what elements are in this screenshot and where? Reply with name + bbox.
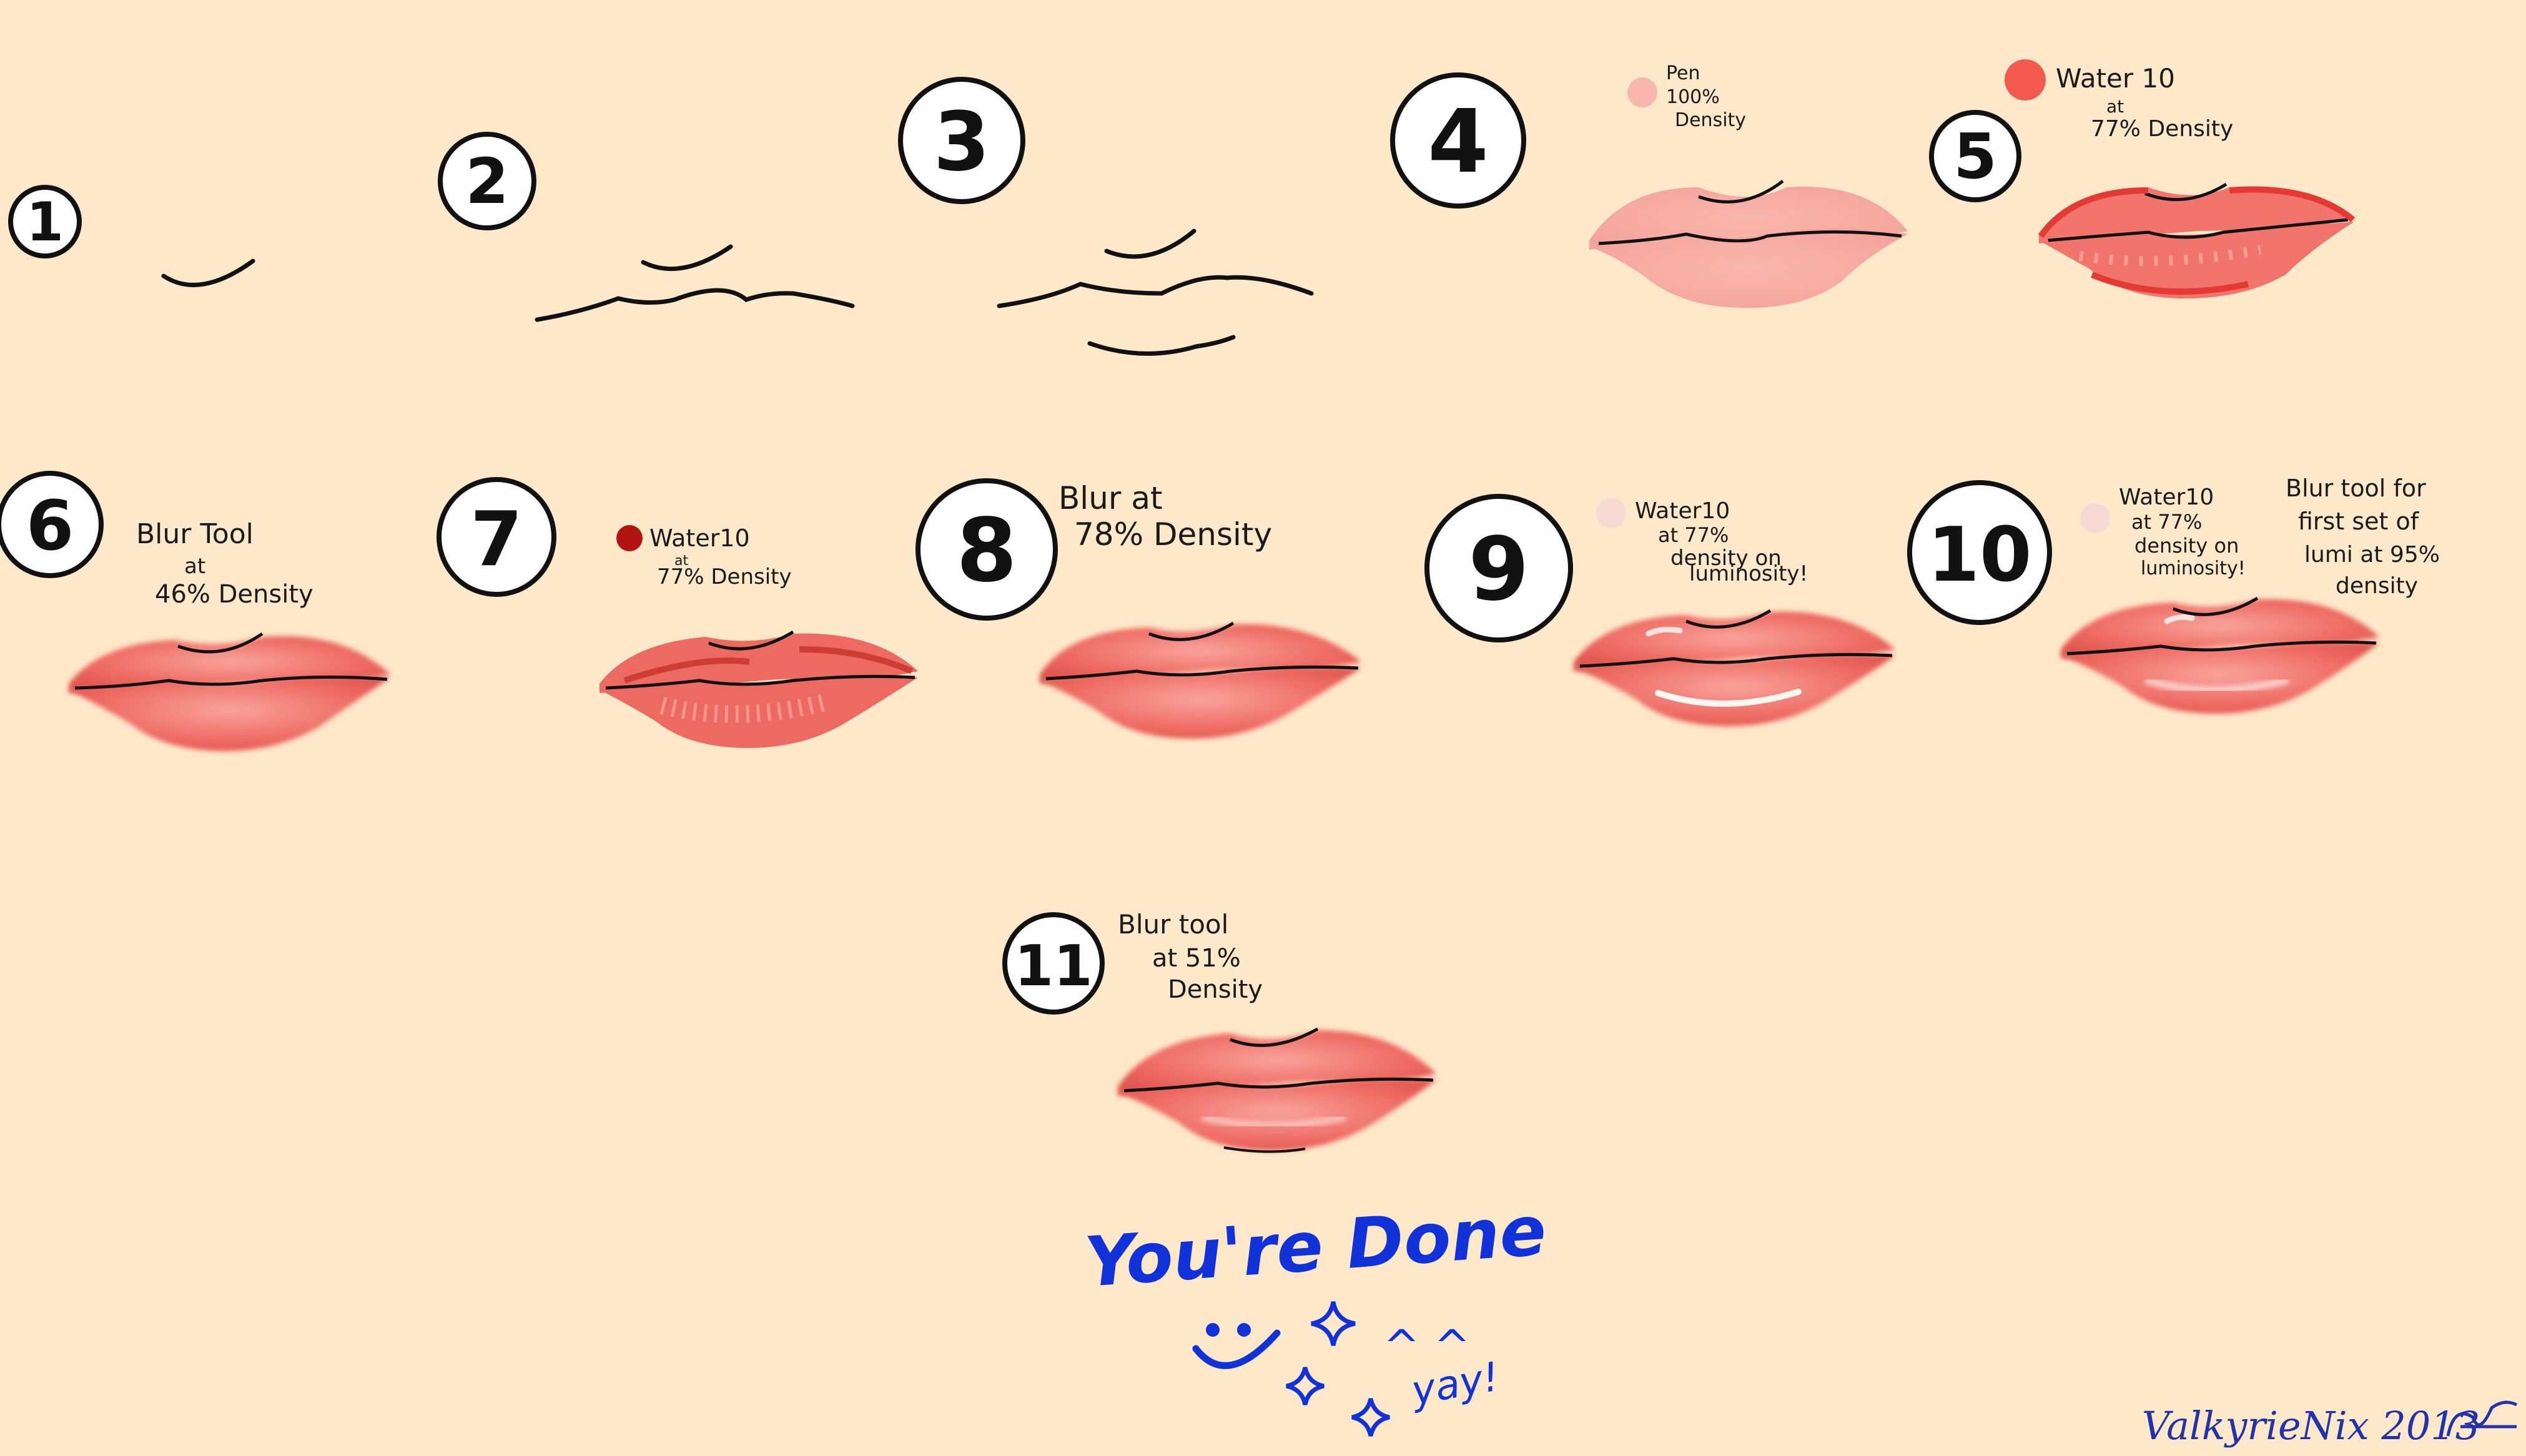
step-note-line: at 51% xyxy=(1152,944,1241,973)
lips-illustration xyxy=(2038,182,2356,299)
step-note-line: luminosity! xyxy=(2141,558,2246,579)
lip-sketch-line xyxy=(1104,229,1196,259)
step-note-line: Blur tool xyxy=(1118,909,1228,940)
step-note-line: 77% Density xyxy=(2091,116,2233,142)
luminosity-color-swatch xyxy=(1596,498,1626,528)
step-note-line: at 77% xyxy=(1658,523,1729,547)
step-number-badge: 4 xyxy=(1390,72,1526,209)
lip-sketch-line xyxy=(535,288,855,322)
step-11: 11 Blur tool at 51% Density xyxy=(1002,909,1436,1153)
step-number: 7 xyxy=(470,496,523,583)
lip-sketch-line xyxy=(1087,335,1236,356)
step-note-line: density xyxy=(2336,573,2418,599)
step-note-line: Density xyxy=(1168,975,1263,1004)
step-number: 2 xyxy=(465,145,509,218)
step-note-line: Blur Tool xyxy=(136,518,254,550)
signature: ValkyrieNix 2013 xyxy=(2142,1400,2518,1449)
lips-illustration xyxy=(1574,609,1895,727)
step-number: 11 xyxy=(1014,933,1092,999)
pen-color-swatch xyxy=(1627,77,1657,107)
signature-text: ValkyrieNix 2013 xyxy=(2142,1403,2480,1449)
step-6: 6 Blur Tool at 46% Density xyxy=(0,471,390,752)
sparkle-icon xyxy=(1311,1301,1356,1346)
step-note-line: Water10 xyxy=(649,524,750,552)
step-number: 8 xyxy=(956,500,1017,602)
step-note-line: Density xyxy=(1675,109,1746,131)
step-number-badge: 9 xyxy=(1424,494,1573,642)
step-note-line: Water 10 xyxy=(2056,63,2175,94)
step-number: 9 xyxy=(1468,519,1529,621)
step-2: 2 xyxy=(438,132,855,322)
step-number-badge: 7 xyxy=(437,477,556,597)
step-note-line: 46% Density xyxy=(155,580,313,609)
happy-face-text: ^ ^ xyxy=(1383,1321,1471,1372)
step-note-line: lumi at 95% xyxy=(2304,542,2440,568)
sparkle-icon xyxy=(1351,1398,1390,1437)
luminosity-color-swatch xyxy=(2080,503,2110,533)
step-number-badge: 11 xyxy=(1002,912,1105,1015)
step-number: 4 xyxy=(1428,91,1488,193)
step-note-line: Blur at xyxy=(1058,480,1163,516)
lip-sketch-line xyxy=(997,275,1314,308)
step-8: 8 Blur at 78% Density xyxy=(915,478,1361,739)
lips-illustration xyxy=(1118,1027,1436,1153)
lip-sketch-line xyxy=(161,258,255,287)
step-note-line: luminosity! xyxy=(1689,561,1808,586)
step-number-badge: 8 xyxy=(915,478,1058,621)
water-color-swatch xyxy=(2005,59,2046,101)
lips-illustration xyxy=(2061,596,2379,714)
step-note-line: 77% Density xyxy=(657,564,792,589)
step-3: 3 xyxy=(898,77,1314,356)
step-note-line: at xyxy=(674,553,688,569)
step-9: 9 Water10 at 77% density on luminosity! xyxy=(1424,494,1895,727)
step-number-badge: 2 xyxy=(438,132,536,230)
step-1: 1 xyxy=(8,185,255,287)
step-note-line: density on xyxy=(1670,546,1782,571)
step-number: 6 xyxy=(26,486,74,566)
step-note-line: Water10 xyxy=(2119,485,2214,510)
step-number: 5 xyxy=(1953,120,1997,193)
step-note-line: 78% Density xyxy=(1074,516,1272,553)
smiley-face-icon xyxy=(1192,1323,1281,1369)
step-note-line: first set of xyxy=(2298,508,2420,535)
step-number-badge: 1 xyxy=(8,185,82,258)
step-number: 3 xyxy=(934,94,990,189)
step-note-line: at xyxy=(184,554,205,579)
step-note-line: density on xyxy=(2134,534,2239,558)
lips-illustration xyxy=(69,632,390,752)
step-number-badge: 5 xyxy=(1929,110,2021,202)
step-note-line: 100% xyxy=(1666,86,1720,108)
dark-red-color-swatch xyxy=(616,525,643,551)
step-number-badge: 6 xyxy=(0,471,104,578)
step-7: 7 Water10 at 77% Density xyxy=(437,477,918,749)
lips-illustration xyxy=(599,630,918,749)
step-note-line: Water10 xyxy=(1635,498,1730,524)
step-number: 10 xyxy=(1928,512,2032,599)
lip-sketch-line xyxy=(641,244,733,272)
step-number: 1 xyxy=(26,191,64,253)
step-note-line: at 77% xyxy=(2131,510,2202,534)
step-note-line: at xyxy=(2106,96,2124,117)
lips-illustration xyxy=(1040,621,1361,739)
step-5: 5 Water 10 at 77% Density xyxy=(1929,59,2356,299)
signature-mark xyxy=(2446,1400,2518,1437)
lips-illustration xyxy=(1589,180,1908,308)
step-number-badge: 3 xyxy=(898,77,1025,204)
step-10: 10 Water10 at 77% density on luminosity!… xyxy=(1907,475,2440,714)
step-note-line: Pen xyxy=(1666,62,1700,84)
step-number-badge: 10 xyxy=(1907,480,2052,625)
sparkle-icon xyxy=(1286,1367,1325,1405)
step-note-line: Blur tool for xyxy=(2286,475,2426,502)
step-4: 4 Pen 100% Density xyxy=(1390,62,1908,308)
